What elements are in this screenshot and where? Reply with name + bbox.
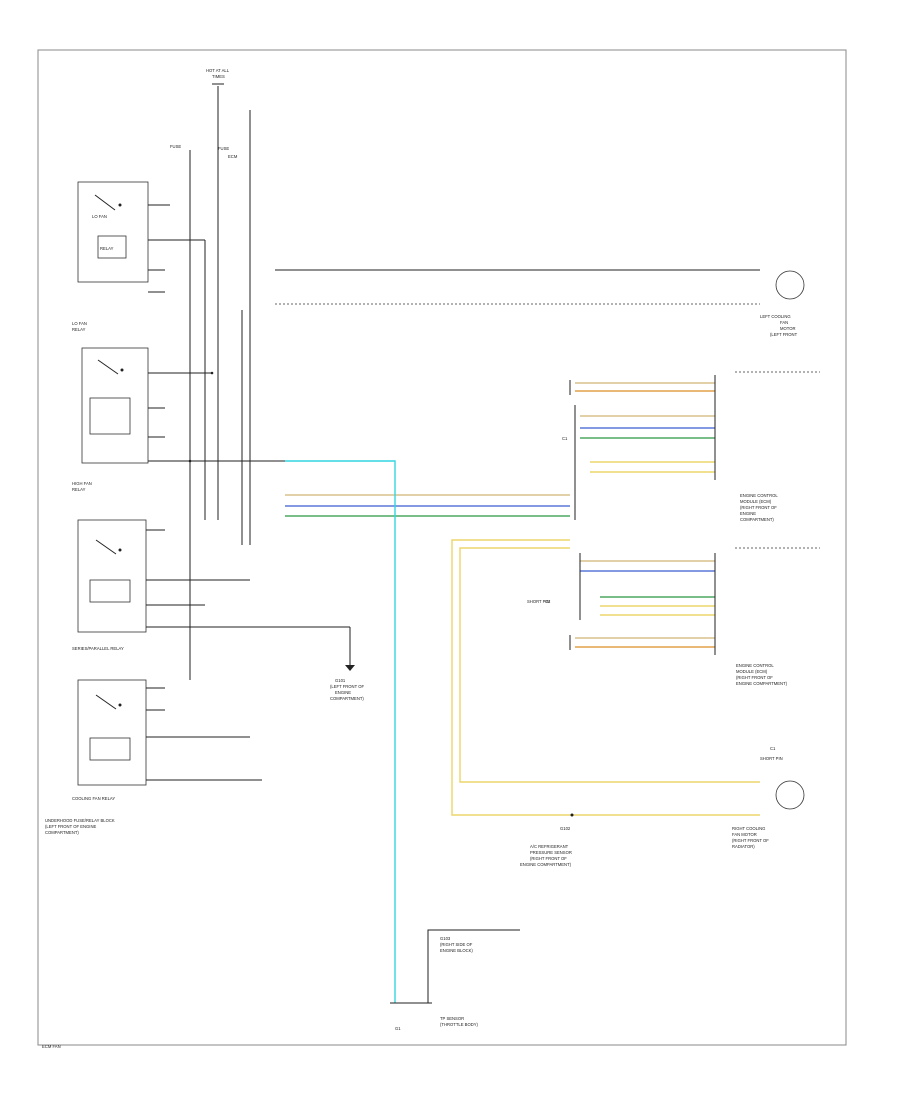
relay-series-parallel: SERIES/PARALLEL RELAY <box>72 519 280 651</box>
svg-text:PRESSURE SENSOR: PRESSURE SENSOR <box>530 850 572 855</box>
svg-text:FAN MOTOR: FAN MOTOR <box>732 832 757 837</box>
svg-text:(RIGHT FRONT OF: (RIGHT FRONT OF <box>530 856 567 861</box>
relay-hi-fan: HIGH FAN RELAY <box>72 347 285 492</box>
svg-text:TP SENSOR: TP SENSOR <box>440 1016 464 1021</box>
svg-text:LO FAN: LO FAN <box>92 214 107 219</box>
svg-text:LO FAN: LO FAN <box>72 321 87 326</box>
svg-text:ENGINE CONTROL: ENGINE CONTROL <box>740 493 778 498</box>
svg-text:ENGINE COMPARTMENT): ENGINE COMPARTMENT) <box>520 862 572 867</box>
svg-text:FAN: FAN <box>780 320 788 325</box>
svg-text:ECM: ECM <box>228 154 238 159</box>
svg-text:(LEFT FRONT OF: (LEFT FRONT OF <box>330 684 364 689</box>
svg-text:FUSE: FUSE <box>170 144 181 149</box>
svg-text:COMPARTMENT): COMPARTMENT) <box>45 830 79 835</box>
ground-g103: G103 (RIGHT SIDE OF ENGINE BLOCK) G1 TP … <box>390 929 520 1031</box>
svg-text:RELAY: RELAY <box>72 327 86 332</box>
svg-text:ENGINE COMPARTMENT): ENGINE COMPARTMENT) <box>736 681 788 686</box>
power-feed: HOT AT ALL TIMES FUSE FUSE ECM <box>170 68 251 680</box>
relay-cooling-fan: COOLING FAN RELAY UNDERHOOD FUSE/RELAY B… <box>45 679 262 835</box>
svg-text:SERIES/PARALLEL RELAY: SERIES/PARALLEL RELAY <box>72 646 124 651</box>
svg-text:ENGINE: ENGINE <box>335 690 351 695</box>
ac-pressure-sensor: G102 A/C REFRIGERANT PRESSURE SENSOR (RI… <box>520 826 572 867</box>
svg-text:MODULE (ECM): MODULE (ECM) <box>736 669 768 674</box>
svg-text:ENGINE CONTROL: ENGINE CONTROL <box>736 663 774 668</box>
svg-text:UNDERHOOD FUSE/RELAY BLOCK: UNDERHOOD FUSE/RELAY BLOCK <box>45 818 115 823</box>
right-cooling-fan: C1 SHORT PIN RIGHT COOLING FAN MOTOR (RI… <box>732 746 805 849</box>
svg-text:C1: C1 <box>562 436 568 441</box>
svg-text:LEFT COOLING: LEFT COOLING <box>760 314 791 319</box>
svg-text:ENGINE: ENGINE <box>740 511 756 516</box>
relay-lo-fan: LO FAN RELAY LO FAN RELAY <box>72 181 206 520</box>
svg-text:HIGH FAN: HIGH FAN <box>72 481 92 486</box>
svg-text:G102: G102 <box>560 826 571 831</box>
svg-text:COMPARTMENT): COMPARTMENT) <box>330 696 364 701</box>
svg-text:G103: G103 <box>440 936 451 941</box>
svg-text:TIMES: TIMES <box>212 74 225 79</box>
svg-text:C1: C1 <box>770 746 776 751</box>
svg-text:FUSE: FUSE <box>218 146 229 151</box>
svg-text:COMPARTMENT): COMPARTMENT) <box>740 517 774 522</box>
svg-text:(LEFT FRONT: (LEFT FRONT <box>770 332 798 337</box>
ecm-connector-brackets: C1 SHORT PIN C2 ENGINE CONTROL MODULE (E… <box>527 371 820 686</box>
svg-text:A/C REFRIGERANT: A/C REFRIGERANT <box>530 844 569 849</box>
svg-text:RELAY: RELAY <box>100 246 114 251</box>
svg-text:(RIGHT FRONT OF: (RIGHT FRONT OF <box>740 505 777 510</box>
svg-text:C2: C2 <box>545 599 551 604</box>
left-cooling-fan: LEFT COOLING FAN MOTOR (LEFT FRONT <box>275 269 805 337</box>
svg-text:SHORT PIN: SHORT PIN <box>527 599 550 604</box>
svg-text:SHORT PIN: SHORT PIN <box>760 756 783 761</box>
svg-text:RELAY: RELAY <box>72 487 86 492</box>
svg-text:G101: G101 <box>335 678 346 683</box>
svg-text:ENGINE BLOCK): ENGINE BLOCK) <box>440 948 473 953</box>
svg-text:HOT AT ALL: HOT AT ALL <box>206 68 230 73</box>
svg-text:(RIGHT FRONT OF: (RIGHT FRONT OF <box>732 838 769 843</box>
svg-text:(THROTTLE BODY): (THROTTLE BODY) <box>440 1022 479 1027</box>
svg-text:(RIGHT SIDE OF: (RIGHT SIDE OF <box>440 942 473 947</box>
diagram-frame <box>37 49 847 1046</box>
svg-text:MODULE (ECM): MODULE (ECM) <box>740 499 772 504</box>
svg-text:COOLING FAN RELAY: COOLING FAN RELAY <box>72 796 115 801</box>
svg-text:MOTOR: MOTOR <box>780 326 796 331</box>
svg-text:(LEFT FRONT OF ENGINE: (LEFT FRONT OF ENGINE <box>45 824 96 829</box>
svg-text:RIGHT COOLING: RIGHT COOLING <box>732 826 765 831</box>
svg-text:(RIGHT FRONT OF: (RIGHT FRONT OF <box>736 675 773 680</box>
page-ref: ECM FAN <box>42 1044 61 1049</box>
ground-g101: G101 (LEFT FRONT OF ENGINE COMPARTMENT) <box>330 665 364 701</box>
harness-wires <box>280 382 760 1003</box>
svg-text:RADIATOR): RADIATOR) <box>732 844 755 849</box>
svg-text:G1: G1 <box>395 1026 401 1031</box>
